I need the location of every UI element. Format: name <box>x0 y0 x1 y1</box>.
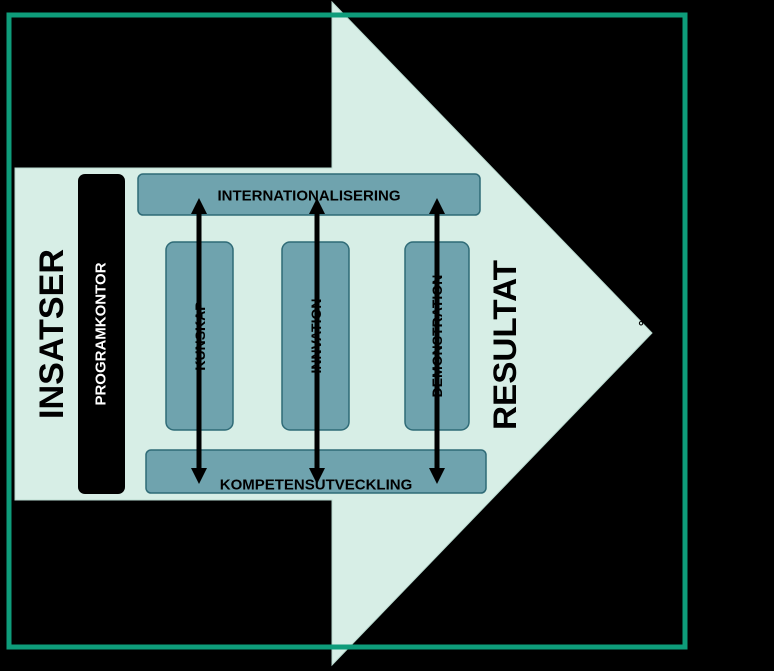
pillar-label-kunskap: KUNSKAP <box>192 301 208 370</box>
bottom-bar-label: KOMPETENSUTVECKLING <box>220 477 413 494</box>
outer-frame <box>6 12 688 650</box>
pillar-label-demonstration: DEMONSTRATION <box>429 275 445 398</box>
insatser-label: INSATSER <box>33 249 71 419</box>
resultat-label: RESULTAT <box>487 260 523 430</box>
program-office-label: PROGRAMKONTOR <box>93 262 110 405</box>
top-bar-label: INTERNATIONALISERING <box>217 188 400 205</box>
stray-mark: ° <box>638 318 644 334</box>
program-office-box <box>78 174 125 494</box>
pillar-label-innvation: INNVATION <box>308 299 324 374</box>
